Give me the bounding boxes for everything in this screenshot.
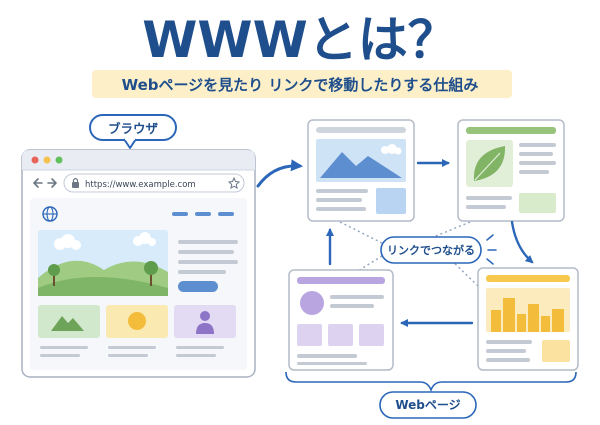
web-pages-bracket [285, 371, 577, 393]
profile-avatar [300, 291, 324, 315]
lock-icon [72, 177, 79, 188]
web-page-leaf[interactable] [457, 119, 565, 222]
web-pages-label: Webページ [395, 398, 460, 412]
back-arrow-icon[interactable] [33, 178, 43, 188]
address-bar[interactable] [63, 173, 245, 193]
browser-to-pages-arrow [256, 159, 303, 188]
subtitle-highlight [92, 70, 512, 98]
window-minimize-dot[interactable] [43, 156, 51, 164]
window-close-dot[interactable] [31, 156, 39, 164]
hero-cta-button[interactable] [178, 281, 218, 292]
page-title: WWWとは？ [142, 11, 457, 69]
city-skyline-image [486, 288, 570, 332]
card-mountain[interactable] [38, 305, 100, 338]
link-label: リンクでつながる [387, 243, 475, 257]
sparkle-marks [486, 234, 497, 265]
link-label-bubble: リンクでつながる [380, 236, 482, 264]
nav-link-3[interactable] [218, 212, 234, 216]
window-maximize-dot[interactable] [55, 156, 63, 164]
arrow-leaf-to-city [510, 220, 534, 264]
web-page-mountain[interactable] [307, 119, 415, 222]
card-sun[interactable] [106, 305, 168, 338]
bookmark-star-icon[interactable] [227, 176, 241, 190]
card-text-lines [40, 346, 224, 357]
hero-text-lines [178, 240, 238, 274]
browser-label: ブラウザ [108, 121, 159, 136]
address-url: https://www.example.com [85, 180, 196, 190]
browser-window: https://www.example.com [21, 149, 256, 378]
card-person[interactable] [174, 305, 236, 338]
web-page-profile[interactable] [288, 269, 394, 371]
web-page-city[interactable] [477, 267, 579, 371]
nav-link-2[interactable] [195, 212, 211, 216]
leaf-icon [466, 140, 513, 187]
browser-label-bubble: ブラウザ [89, 114, 177, 149]
hero-landscape-image [38, 230, 168, 296]
globe-icon [42, 206, 58, 222]
page-navigation-arrows [326, 159, 534, 327]
page-mountain-image [316, 139, 406, 182]
subtitle: Webページを見たり リンクで移動したりする仕組み [122, 76, 479, 94]
forward-arrow-icon[interactable] [47, 178, 57, 188]
nav-link-1[interactable] [172, 212, 188, 216]
web-pages-label-bubble: Webページ [379, 391, 477, 419]
